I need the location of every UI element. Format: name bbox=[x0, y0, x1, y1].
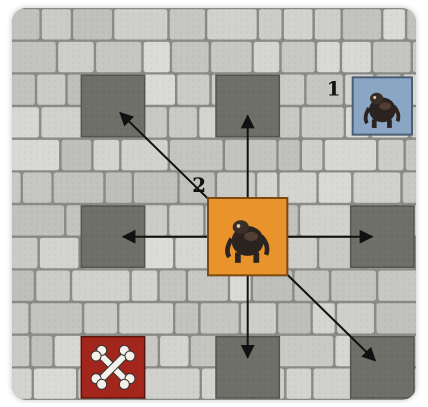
piece-1-label: 1 bbox=[327, 76, 341, 100]
piece-2-label: 2 bbox=[192, 173, 206, 197]
troll-leg-right bbox=[253, 252, 259, 262]
troll-leg-left bbox=[372, 119, 377, 128]
troll-leg-right bbox=[387, 119, 392, 128]
troll-highlight bbox=[244, 232, 258, 241]
troll-eye bbox=[237, 224, 241, 228]
troll-highlight bbox=[379, 102, 390, 110]
board-canvas: 12 bbox=[12, 8, 416, 400]
troll-head bbox=[233, 220, 249, 234]
troll-eye bbox=[373, 96, 376, 99]
troll-head bbox=[370, 93, 383, 104]
hazard-layer bbox=[81, 337, 144, 398]
troll-leg-left bbox=[235, 252, 241, 262]
hazard-tile bbox=[81, 337, 144, 398]
